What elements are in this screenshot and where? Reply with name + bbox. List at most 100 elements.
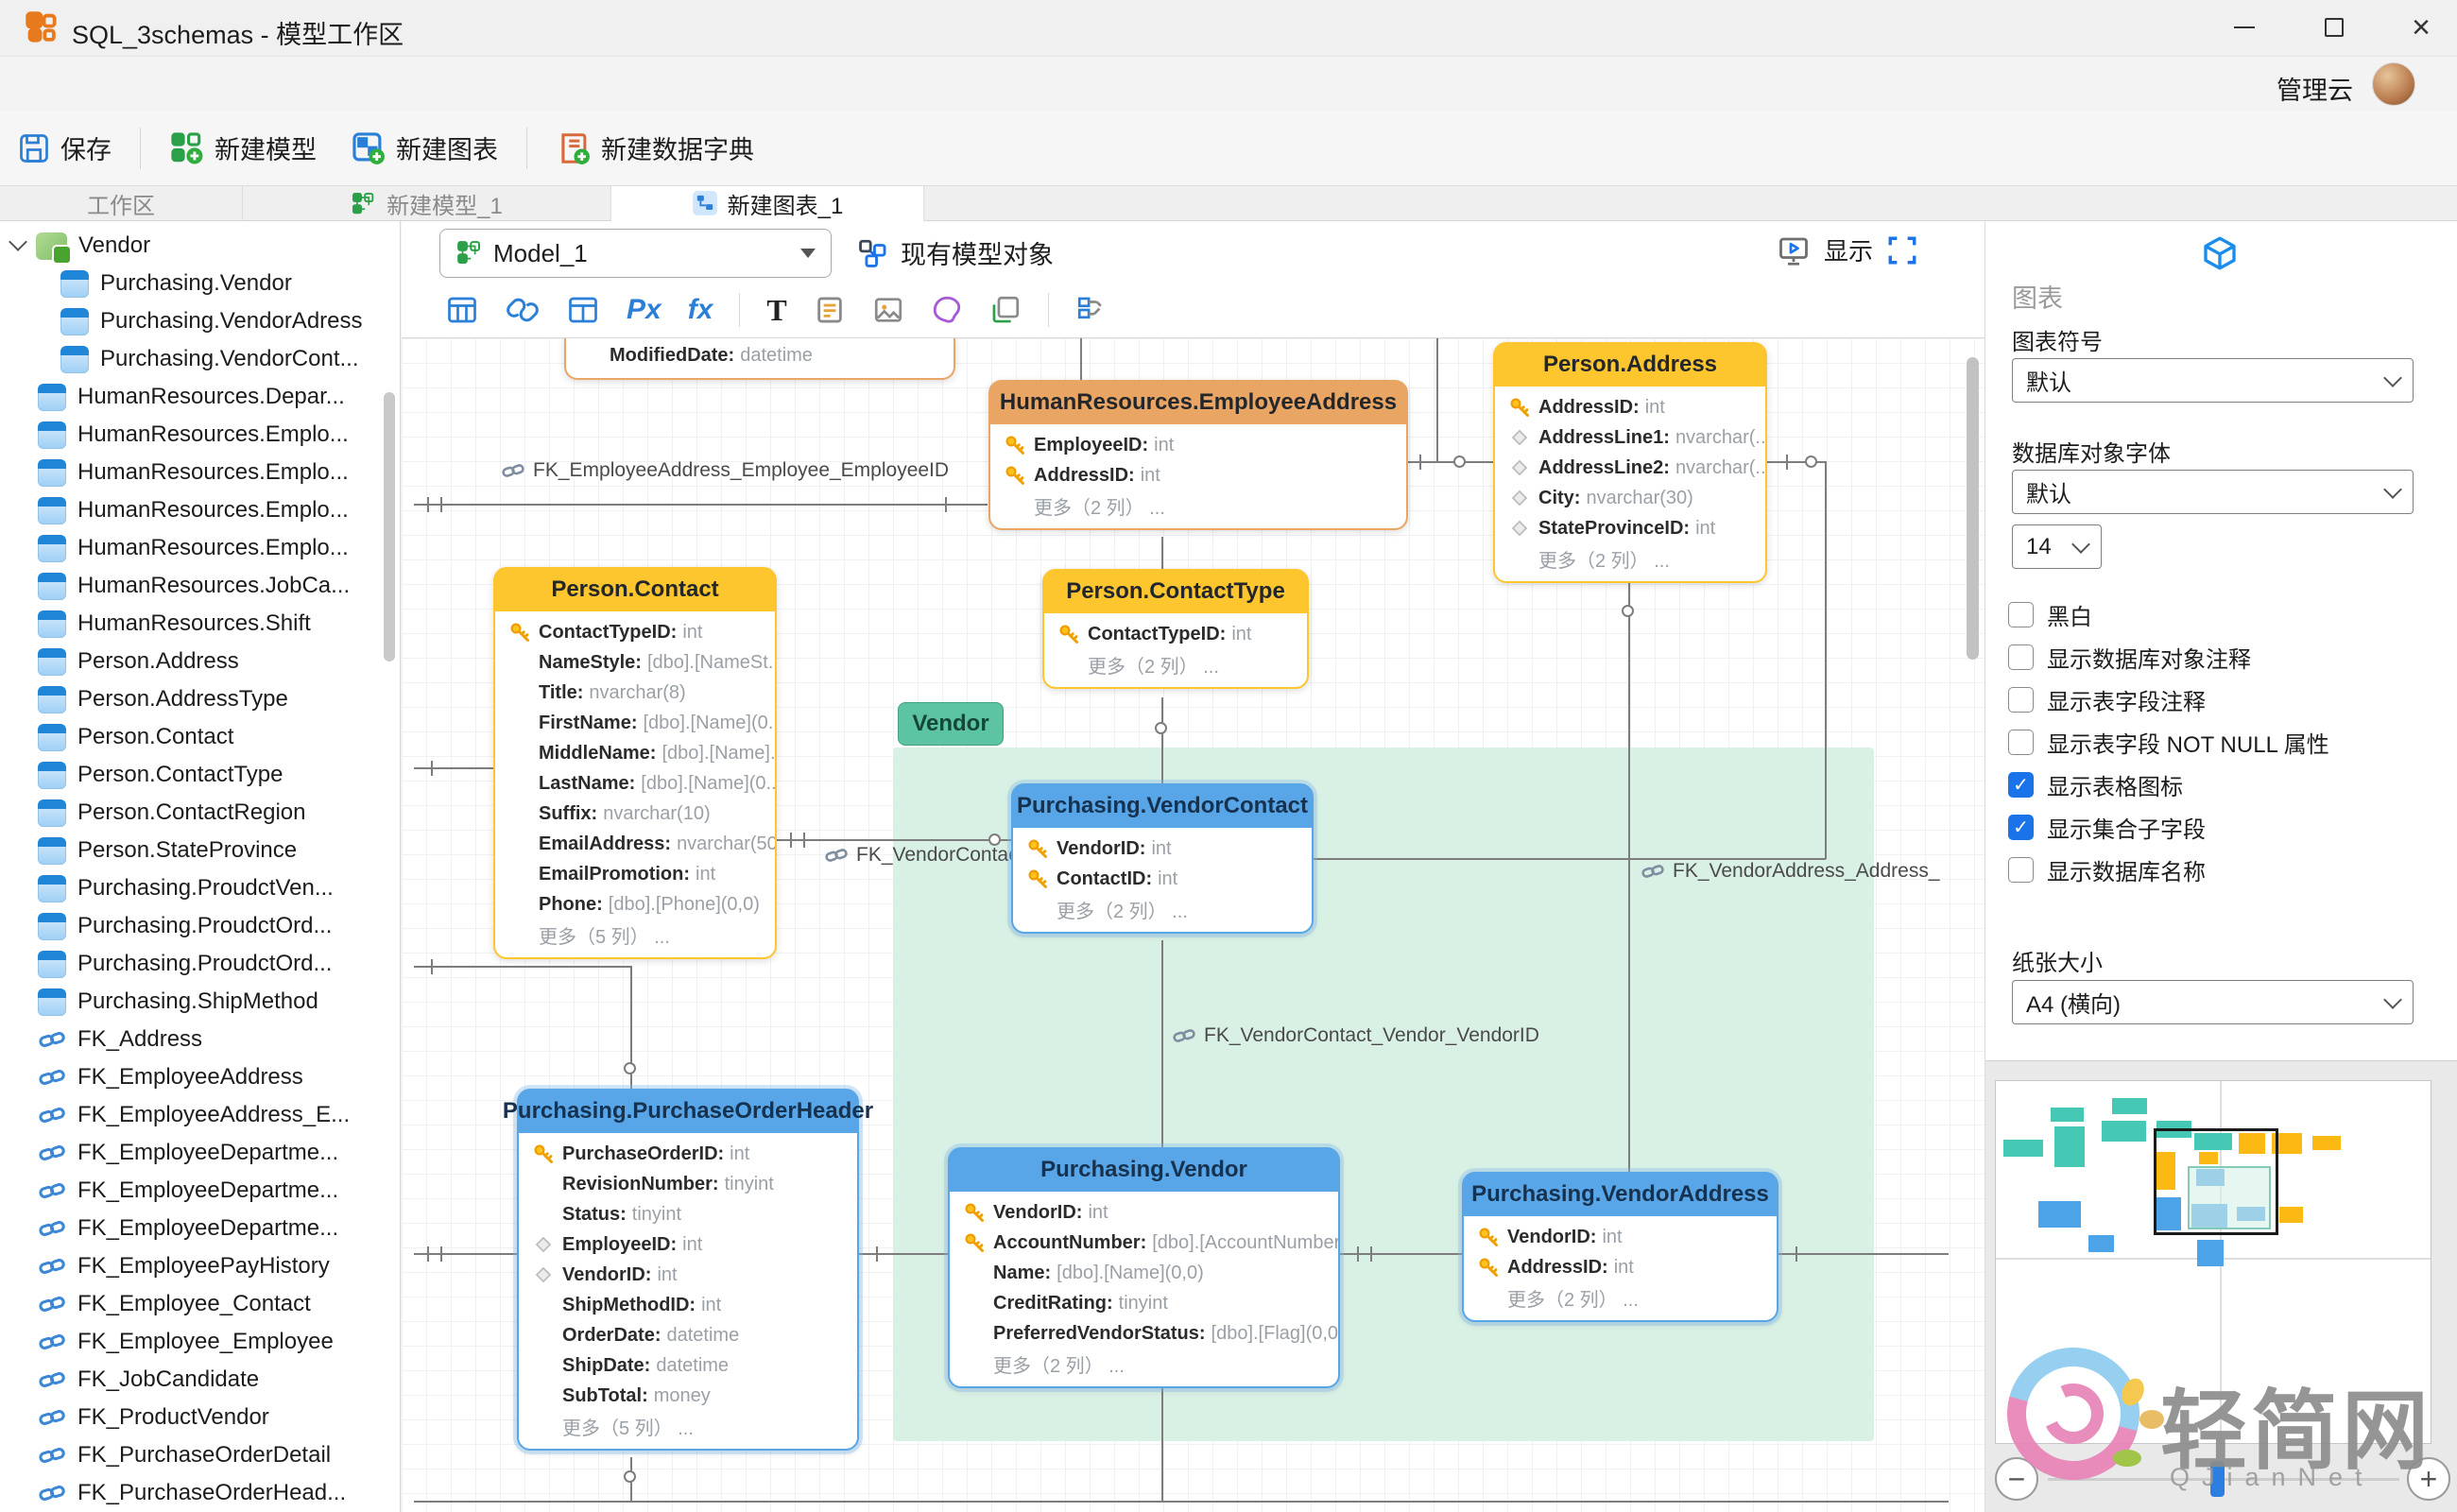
note-tool-icon[interactable] [814,294,846,326]
tree-item-FK_EmployeeAddress[interactable]: FK_EmployeeAddress [0,1058,400,1096]
fullscreen-icon[interactable] [1886,234,1918,266]
chevron-expanded-icon[interactable] [9,232,27,251]
checkbox-显示表字段 NOT NULL 属性[interactable]: 显示表字段 NOT NULL 属性 [2008,725,2329,759]
tree-item-FK_ProductVendor[interactable]: FK_ProductVendor [0,1399,400,1436]
more-columns-row[interactable]: 更多（2 列） ... [1538,550,1670,572]
tree-item-FK_PurchaseOrderDetail[interactable]: FK_PurchaseOrderDetail [0,1436,400,1474]
checkbox-显示集合子字段[interactable]: ✓显示集合子字段 [2008,810,2206,844]
vendor-region-label[interactable]: Vendor [898,702,1004,746]
zoom-in-button[interactable]: + [2407,1457,2450,1501]
symbol-dropdown[interactable]: 默认 [2012,358,2414,403]
function-icon[interactable]: fx [687,294,713,325]
tab-工作区[interactable]: 工作区 [0,186,243,221]
zoom-slider-thumb[interactable] [2210,1461,2225,1497]
tree-item-FK_JobCandidate[interactable]: FK_JobCandidate [0,1361,400,1399]
tree-item-FK_EmployeeDepartme[interactable]: FK_EmployeeDepartme... [0,1172,400,1210]
auto-layout-icon[interactable] [1075,294,1108,326]
tree-item-PurchasingShipMethod[interactable]: Purchasing.ShipMethod [0,983,400,1021]
tree-item-FK_Employee_Contact[interactable]: FK_Employee_Contact [0,1285,400,1323]
tree-item-HumanResourcesEmplo[interactable]: HumanResources.Emplo... [0,491,400,529]
checkbox-icon[interactable] [2008,686,2034,713]
avatar[interactable] [2372,62,2415,106]
tree-item-Vendor[interactable]: Vendor [0,227,400,265]
tree-item-HumanResourcesJobCa[interactable]: HumanResources.JobCa... [0,567,400,605]
checkbox-icon[interactable] [2008,856,2034,883]
tree-item-HumanResourcesEmplo[interactable]: HumanResources.Emplo... [0,416,400,454]
sidebar-scrollbar[interactable] [384,392,395,662]
more-columns-row[interactable]: 更多（2 列） ... [1088,656,1219,678]
tree-item-PersonAddress[interactable]: Person.Address [0,643,400,680]
font-size-dropdown[interactable]: 14 [2012,524,2102,569]
checkbox-显示数据库对象注释[interactable]: 显示数据库对象注释 [2008,640,2251,674]
tree-item-PurchasingVendorAdress[interactable]: Purchasing.VendorAdress [0,302,400,340]
default-column-icon[interactable]: Px [627,294,662,325]
minimap[interactable] [1995,1080,2431,1444]
relationship-label[interactable]: FK_VendorContact [824,844,1023,867]
tree-item-PersonContactType[interactable]: Person.ContactType [0,756,400,794]
diagram-cube-icon[interactable] [2201,234,2239,272]
checkbox-checked-icon[interactable]: ✓ [2008,814,2034,840]
tree-item-PersonAddressType[interactable]: Person.AddressType [0,680,400,718]
tree-item-PurchasingProudctOrd[interactable]: Purchasing.ProudctOrd... [0,907,400,945]
tree-item-PersonContact[interactable]: Person.Contact [0,718,400,756]
tree-item-PurchasingProudctVen[interactable]: Purchasing.ProudctVen... [0,869,400,907]
add-view-icon[interactable] [566,293,600,327]
model-selector-dropdown[interactable]: Model_1 [439,229,832,278]
tree-item-FK_EmployeeDepartme[interactable]: FK_EmployeeDepartme... [0,1210,400,1247]
relationship-label[interactable]: FK_EmployeeAddress_Employee_EmployeeID [501,459,949,482]
tree-item-FK_Address[interactable]: FK_Address [0,1021,400,1058]
more-columns-row[interactable]: 更多（2 列） ... [1507,1289,1639,1311]
checkbox-显示表格图标[interactable]: ✓显示表格图标 [2008,767,2183,801]
image-tool-icon[interactable] [872,294,904,326]
tree-item-HumanResourcesDepar[interactable]: HumanResources.Depar... [0,378,400,416]
shape-tool-icon[interactable] [931,294,963,326]
user-account-label[interactable]: 管理云 [2277,77,2353,105]
tree-item-HumanResourcesEmplo[interactable]: HumanResources.Emplo... [0,454,400,491]
tree-item-PurchasingVendorCont[interactable]: Purchasing.VendorCont... [0,340,400,378]
tree-item-FK_EmployeeAddress_E[interactable]: FK_EmployeeAddress_E... [0,1096,400,1134]
save-button[interactable]: 保存 [9,121,119,176]
checkbox-icon[interactable] [2008,729,2034,755]
add-table-icon[interactable] [445,293,479,327]
more-columns-row[interactable]: 更多（2 列） ... [1057,901,1188,922]
diagram-canvas[interactable]: Vendor FK_EmployeeAddress_Employee_Employ… [402,338,1984,1512]
more-columns-row[interactable]: 更多（2 列） ... [993,1355,1125,1377]
canvas-scrollbar[interactable] [1967,357,1979,660]
close-button[interactable]: × [2412,9,2431,45]
new-diagram-button[interactable]: 新建图表 [343,121,506,176]
checkbox-icon[interactable] [2008,601,2034,627]
more-columns-row[interactable]: 更多（5 列） ... [539,926,670,948]
tree-item-HumanResourcesEmplo[interactable]: HumanResources.Emplo... [0,529,400,567]
tree-item-HumanResourcesShift[interactable]: HumanResources.Shift [0,605,400,643]
presentation-play-icon[interactable] [1777,233,1811,267]
entity-partial[interactable]: ModifiedDate:datetime [564,338,955,380]
tree-item-PurchasingVendor[interactable]: Purchasing.Vendor [0,265,400,302]
duplicate-tool-icon[interactable] [989,294,1022,326]
relationship-label[interactable]: FK_VendorContact_Vendor_VendorID [1172,1024,1539,1047]
tab-新建图表_1[interactable]: 新建图表_1 [611,186,924,221]
tree-item-PersonStateProvince[interactable]: Person.StateProvince [0,832,400,869]
tree-item-FK_EmployeePayHistory[interactable]: FK_EmployeePayHistory [0,1247,400,1285]
tree-item-PersonContactRegion[interactable]: Person.ContactRegion [0,794,400,832]
new-data-dictionary-button[interactable]: 新建数据字典 [548,121,762,176]
tab-新建模型_1[interactable]: 新建模型_1 [243,186,611,221]
checkbox-黑白[interactable]: 黑白 [2008,597,2092,631]
checkbox-checked-icon[interactable]: ✓ [2008,771,2034,798]
font-dropdown[interactable]: 默认 [2012,470,2414,514]
checkbox-显示数据库名称[interactable]: 显示数据库名称 [2008,852,2206,886]
checkbox-显示表字段注释[interactable]: 显示表字段注释 [2008,682,2206,716]
maximize-button[interactable] [2308,6,2361,49]
minimize-button[interactable] [2218,6,2271,49]
add-relation-icon[interactable] [506,293,540,327]
text-tool-icon[interactable]: T [766,292,787,327]
existing-model-objects-button[interactable]: 现有模型对象 [857,234,1054,271]
more-columns-row[interactable]: 更多（2 列） ... [1034,497,1165,519]
tree-item-FK_PurchaseOrderHead[interactable]: FK_PurchaseOrderHead... [0,1474,400,1512]
tree-item-FK_Employee_Employee[interactable]: FK_Employee_Employee [0,1323,400,1361]
